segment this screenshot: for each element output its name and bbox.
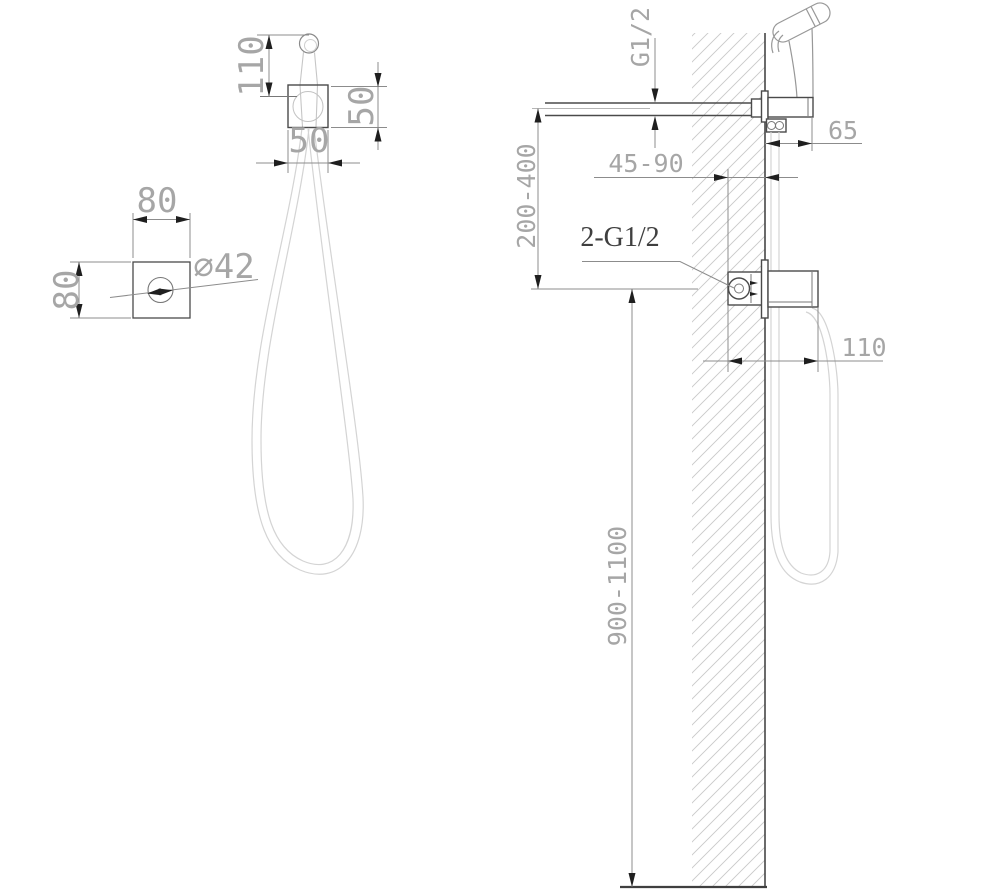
arrowhead	[374, 127, 382, 142]
arrowhead	[158, 288, 173, 296]
g12-label: G1/2	[626, 7, 655, 67]
dim-110-label: 110	[232, 35, 272, 96]
side-view: G1/2	[512, 2, 887, 889]
dim-bracket-height: 50	[331, 62, 387, 150]
dim-bracket-width: 50	[256, 121, 360, 173]
arrowhead	[328, 159, 342, 167]
dim-valve-total-depth: 110	[703, 305, 887, 372]
arrowhead	[628, 873, 636, 887]
gun-trigger	[771, 30, 784, 54]
dim-50v-label: 50	[342, 86, 382, 127]
dim-50h-label: 50	[289, 121, 330, 161]
arrowhead	[75, 262, 83, 276]
arrowhead	[534, 108, 542, 123]
arrowhead	[75, 304, 83, 318]
dim-45-90-label: 45-90	[608, 149, 683, 178]
arrowhead	[534, 275, 542, 289]
bracket-hole	[292, 91, 324, 122]
wall-holder	[760, 90, 814, 133]
front-view: 110 50 50 80	[47, 33, 387, 575]
dim-200-400-label: 200-400	[512, 143, 541, 248]
arrowhead	[265, 82, 273, 97]
arrowhead	[133, 216, 147, 223]
dim-mount-height: 900-1100	[603, 289, 636, 887]
dim-inlet-thread: G1/2	[626, 7, 659, 148]
hose-inner-edge	[260, 127, 354, 566]
dim-900-1100-label: 900-1100	[603, 526, 632, 646]
dim-80t-label: 80	[137, 181, 178, 221]
gun-head-band	[805, 6, 821, 27]
sprayer-ball-inner	[304, 39, 317, 52]
valve-detail-arrow	[750, 292, 758, 296]
valve-thread-label: 2-G1/2	[580, 222, 659, 253]
dim-embed-depth: 45-90	[594, 149, 798, 271]
arrowhead	[728, 357, 742, 365]
base-outline	[132, 261, 191, 319]
arrowhead	[176, 216, 190, 223]
holder-body	[767, 96, 814, 118]
dim-hole-diameter: ⌀42	[109, 247, 259, 298]
dim-110-side-label: 110	[841, 333, 886, 362]
arrowhead	[804, 357, 818, 365]
sprayer-ball	[298, 33, 320, 54]
gun-handle	[788, 27, 814, 99]
valve-trim-box	[767, 270, 819, 308]
hose-nut-detail	[775, 121, 784, 130]
dia-42-label: ⌀42	[193, 247, 254, 287]
arrowhead	[798, 140, 812, 147]
leader-line	[582, 261, 735, 289]
arrowhead	[274, 159, 288, 167]
valve-cartridge	[727, 277, 751, 300]
holder-wall-plate	[760, 90, 769, 123]
dim-head-height: 110	[232, 34, 309, 97]
valve-cartridge-inner	[734, 283, 744, 294]
hose-outer-edge	[770, 132, 839, 585]
valve-thread-callout: 2-G1/2	[580, 222, 735, 289]
dim-holder-protrusion: 65	[765, 116, 862, 151]
arrowhead	[147, 288, 162, 296]
leader-line	[109, 279, 259, 298]
sprayer-neck	[299, 51, 319, 86]
wall-bracket	[260, 84, 329, 129]
dim-65-label: 65	[828, 116, 858, 145]
bracket-outline	[287, 84, 329, 129]
hose-outer-edge	[251, 127, 364, 575]
dim-80l-label: 80	[47, 270, 87, 311]
wall-hatch-section	[692, 33, 765, 887]
arrowhead	[628, 289, 636, 303]
sprayer-head-front	[298, 33, 320, 128]
arrowhead	[651, 116, 659, 130]
arrowhead	[651, 88, 659, 103]
hose-inner-edge	[778, 132, 831, 576]
valve-detail-arrow	[750, 281, 758, 285]
valve-wall-plate	[760, 259, 769, 319]
dim-base-height: 80	[47, 261, 131, 319]
hose-loop-front	[251, 127, 364, 575]
arrowhead	[265, 35, 273, 49]
concealed-valve	[727, 259, 819, 319]
arrowhead	[766, 140, 780, 147]
dim-inlet-to-valve: 200-400	[512, 108, 698, 290]
dim-base-width: 80	[132, 181, 191, 258]
arrowhead	[374, 73, 382, 87]
arrowhead	[765, 174, 779, 181]
arrowhead	[714, 174, 728, 181]
hose-loop-side	[770, 132, 839, 585]
gun-head	[772, 2, 831, 43]
valve-embedded-body	[727, 271, 767, 306]
sprayer-gun-side	[771, 2, 831, 99]
